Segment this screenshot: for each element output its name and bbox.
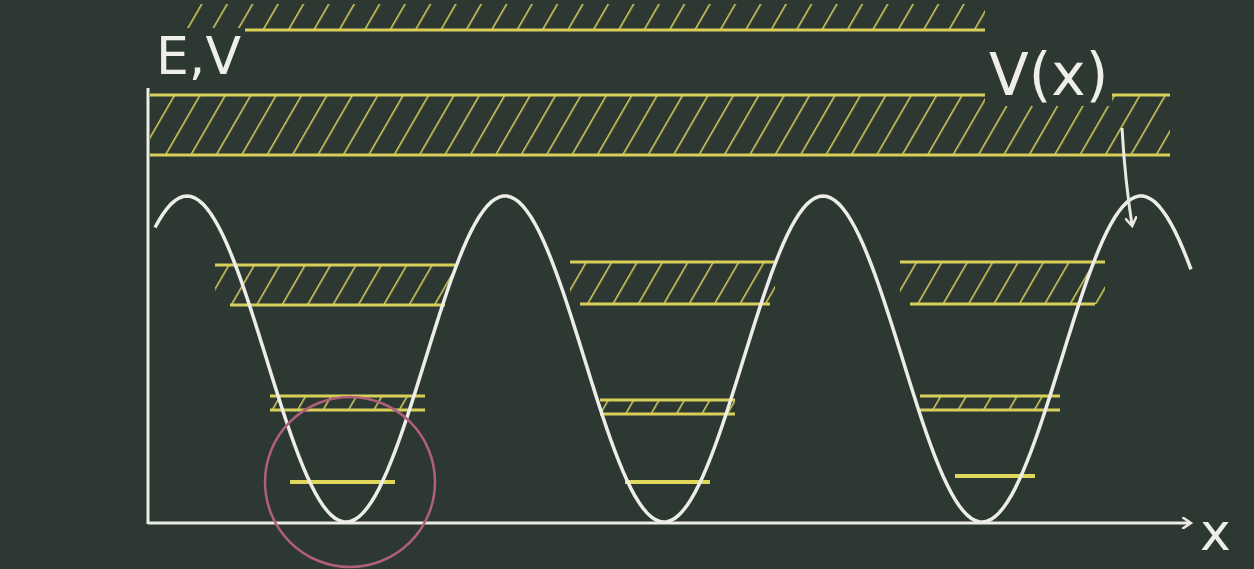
energy-level (290, 476, 1035, 482)
energy-band (215, 262, 1105, 305)
y-axis (147, 88, 150, 524)
x-axis (148, 522, 1190, 525)
axis-label: x (1196, 504, 1235, 560)
energy-band (180, 4, 985, 30)
curve-label: V(x) (985, 44, 1112, 106)
leader-arrow (1122, 128, 1132, 225)
axis-label: E,V (152, 28, 245, 84)
highlight-circle (265, 397, 435, 567)
potential-curve (155, 196, 1191, 522)
